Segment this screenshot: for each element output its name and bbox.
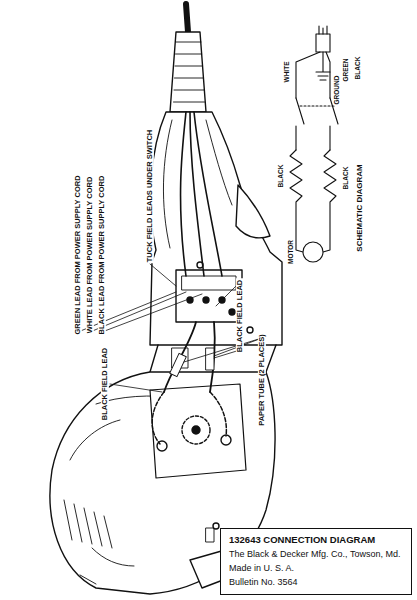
handle-housing bbox=[150, 112, 282, 345]
plug-symbol bbox=[316, 34, 330, 52]
field-plate bbox=[150, 384, 246, 478]
wire-label: BLACK bbox=[277, 164, 284, 189]
power-cord bbox=[186, 4, 188, 32]
field-resistor bbox=[323, 150, 336, 252]
wire-label: GREEN bbox=[342, 57, 349, 82]
cord-leads bbox=[181, 112, 222, 276]
leader-line bbox=[110, 384, 162, 392]
switch-body bbox=[176, 270, 242, 322]
part-label: MOTOR bbox=[287, 239, 294, 265]
leader-line bbox=[150, 264, 176, 286]
wire-label: BLACK bbox=[342, 166, 349, 191]
note-label: TUCK FIELD LEADS UNDER SWITCH bbox=[146, 129, 154, 264]
trigger bbox=[236, 185, 270, 238]
commutator bbox=[182, 416, 210, 444]
diagram-heading: SCHEMATIC DIAGRAM bbox=[356, 163, 365, 252]
leader-line bbox=[78, 292, 202, 332]
white-wire bbox=[296, 52, 320, 98]
paper-tube bbox=[170, 353, 187, 376]
leader-line bbox=[184, 338, 262, 362]
ground-symbol bbox=[316, 52, 330, 80]
wire-label: WHITE bbox=[283, 61, 290, 84]
lead-label: WHITE LEAD FROM POWER SUPPLY CORD bbox=[86, 176, 94, 335]
switch-terminals bbox=[182, 276, 236, 290]
black-wire bbox=[326, 52, 330, 98]
field-lead bbox=[164, 322, 196, 392]
terminal-label: GROUND bbox=[333, 75, 340, 106]
diagram-title: 132643 CONNECTION DIAGRAM bbox=[229, 533, 403, 548]
part-label: PAPER TUBE (2 PLACES) bbox=[258, 333, 266, 427]
paper-tube bbox=[206, 348, 214, 370]
publisher-line: The Black & Decker Mfg. Co., Towson, Md. bbox=[229, 548, 403, 562]
strain-relief bbox=[170, 32, 206, 112]
field-resistor bbox=[290, 150, 303, 252]
publisher-line: Bulletin No. 3564 bbox=[229, 576, 403, 590]
publisher-line: Made in U. S. A. bbox=[229, 562, 403, 576]
lead-label: BLACK FIELD LEAD bbox=[101, 347, 109, 422]
motor-symbol bbox=[303, 242, 323, 262]
schematic-diagram bbox=[290, 26, 338, 262]
wire-label: BLACK bbox=[354, 56, 361, 81]
lead-label: BLACK FIELD LEAD bbox=[236, 279, 244, 354]
lead-label: BLACK LEAD FROM POWER SUPPLY CORD bbox=[98, 175, 106, 336]
lead-label: GREEN LEAD FROM POWER SUPPLY CORD bbox=[74, 174, 82, 335]
title-block: 132643 CONNECTION DIAGRAMThe Black & Dec… bbox=[220, 528, 412, 595]
